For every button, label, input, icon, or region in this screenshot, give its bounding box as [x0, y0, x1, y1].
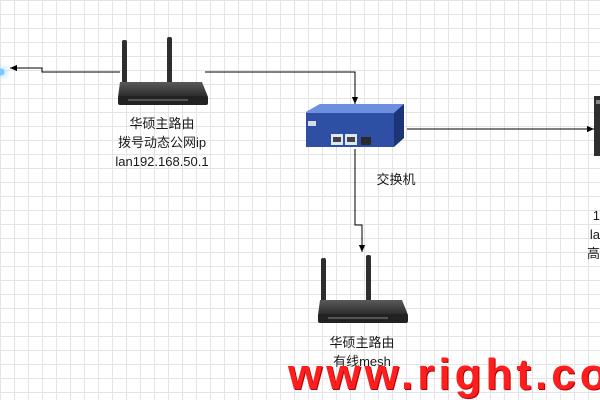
router-mesh-desc: 有线mesh — [333, 354, 391, 369]
right-device-icon — [594, 96, 600, 156]
switch-name: 交换机 — [376, 172, 416, 187]
watermark: www.right.com — [288, 350, 600, 399]
label-switch: 交换机 — [356, 170, 436, 189]
right-node-line3: 高 — [586, 246, 600, 261]
router-mesh-name: 华硕主路由 — [329, 335, 395, 350]
connector-main-to-switch — [205, 71, 359, 104]
connector-main-to-left — [10, 64, 120, 73]
right-node-line2: la — [589, 227, 600, 242]
label-router-main: 华硕主路由 拨号动态公网ip lan192.168.50.1 — [82, 114, 242, 171]
router-icon-main — [118, 37, 208, 105]
left-node-icon — [0, 63, 11, 81]
router-main-desc: 拨号动态公网ip — [117, 135, 207, 150]
label-right-node: 1 la 高 — [582, 206, 600, 263]
label-router-mesh: 华硕主路由 有线mesh — [292, 333, 432, 371]
router-main-name: 华硕主路由 — [129, 116, 195, 131]
switch-icon — [306, 104, 404, 147]
right-node-line1: 1 — [592, 208, 600, 223]
connector-switch-to-mesh — [354, 149, 366, 252]
router-main-ip: lan192.168.50.1 — [115, 154, 209, 169]
router-icon-mesh — [318, 255, 408, 323]
